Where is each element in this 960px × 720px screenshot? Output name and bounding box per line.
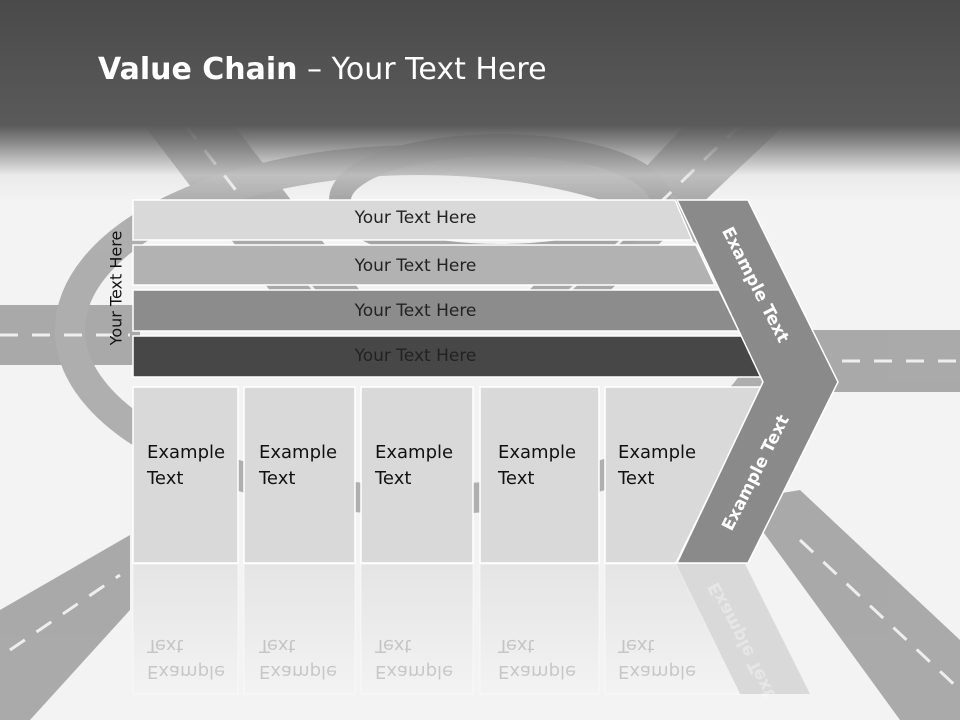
card-5-line2: Text	[618, 468, 655, 489]
card-2-reflection-line2: Text	[259, 635, 296, 656]
card-5-reflection-line1: Example	[618, 661, 697, 682]
card-2-line2: Text	[259, 468, 296, 489]
card-3-label: Example Text	[375, 440, 453, 492]
chevron-arrow[interactable]	[675, 199, 839, 564]
card-2-line1: Example	[259, 442, 338, 463]
card-1-reflection-line2: Text	[147, 635, 184, 656]
card-5[interactable]	[604, 386, 764, 564]
band-2-label: Your Text Here	[354, 256, 477, 276]
card-4-label: Example Text	[498, 440, 576, 492]
card-4-line1: Example	[498, 442, 577, 463]
card-1-reflection-line1: Example	[147, 661, 226, 682]
card-2[interactable]	[243, 386, 356, 564]
header-band	[0, 0, 960, 200]
card-4[interactable]	[479, 386, 600, 564]
card-5-reflection-line2: Text	[618, 635, 655, 656]
card-3-reflection-line2: Text	[375, 635, 412, 656]
card-2-reflection: Example Text	[259, 632, 337, 684]
card-1-reflection: Example Text	[147, 632, 225, 684]
card-3-line2: Text	[375, 468, 412, 489]
band-4-label: Your Text Here	[354, 346, 477, 366]
card-2-label: Example Text	[259, 440, 337, 492]
card-1-line2: Text	[147, 468, 184, 489]
card-3-line1: Example	[375, 442, 454, 463]
card-4-reflection-line2: Text	[498, 635, 535, 656]
slide-title: Value Chain – Your Text Here	[98, 52, 547, 87]
card-4-reflection: Example Text	[498, 632, 576, 684]
side-label: Your Text Here	[106, 230, 126, 346]
card-5-line1: Example	[618, 442, 697, 463]
band-1-label: Your Text Here	[354, 208, 477, 228]
card-2-reflection-line1: Example	[259, 661, 338, 682]
reflection	[132, 563, 810, 695]
title-regular: – Your Text Here	[297, 52, 547, 87]
title-bold: Value Chain	[98, 52, 298, 87]
band-2[interactable]	[132, 244, 717, 286]
card-4-line2: Text	[498, 468, 535, 489]
card-1-line1: Example	[147, 442, 226, 463]
card-1[interactable]	[132, 386, 239, 564]
band-3-label: Your Text Here	[354, 301, 477, 321]
card-3-reflection-line1: Example	[375, 661, 454, 682]
card-3-reflection: Example Text	[375, 632, 453, 684]
card-3[interactable]	[360, 386, 474, 564]
band-1[interactable]	[132, 199, 694, 241]
card-4-reflection-line1: Example	[498, 661, 577, 682]
card-1-label: Example Text	[147, 440, 225, 492]
card-5-reflection: Example Text	[618, 632, 696, 684]
card-5-label: Example Text	[618, 440, 696, 492]
